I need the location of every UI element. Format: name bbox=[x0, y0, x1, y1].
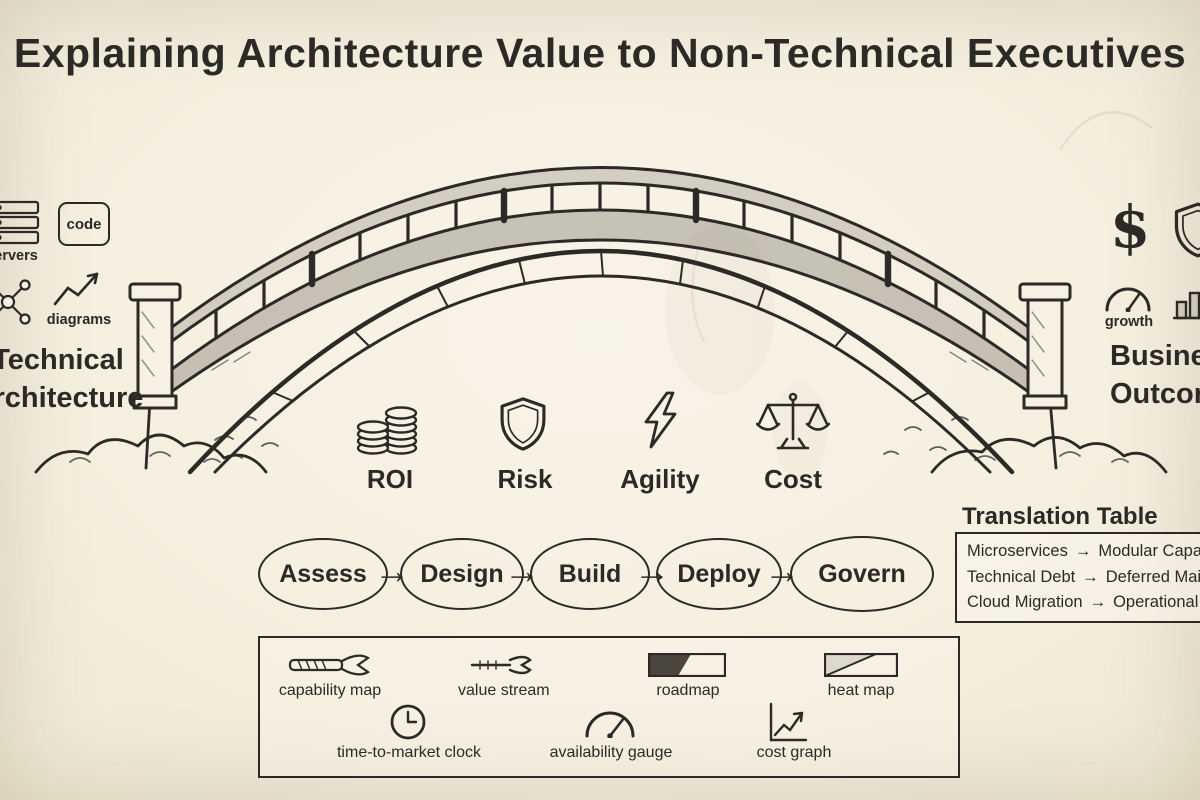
growth-gauge-icon bbox=[1102, 280, 1154, 312]
business-outcomes-label: Business Outcomes bbox=[1110, 340, 1200, 410]
cost-label: Cost bbox=[764, 464, 822, 494]
process-step-govern: Govern bbox=[790, 536, 934, 612]
shield-icon bbox=[500, 396, 546, 452]
network-diagram-icon bbox=[0, 276, 34, 328]
translation-row: Microservices→Modular Capa bbox=[967, 542, 1200, 560]
roadmap-label: roadmap bbox=[656, 682, 720, 699]
code-badge: code bbox=[58, 202, 110, 246]
diagrams-label: diagrams bbox=[46, 312, 112, 328]
page-title: Explaining Architecture Value to Non-Tec… bbox=[13, 30, 1187, 76]
dollar-icon: $ bbox=[1110, 193, 1151, 261]
value-stream-icon bbox=[470, 652, 534, 678]
time-to-market-clock-label: time-to-market clock bbox=[336, 744, 482, 761]
translation-table: Microservices→Modular Capa Technical Deb… bbox=[955, 532, 1200, 623]
translation-row: Technical Debt→Deferred Main bbox=[967, 567, 1200, 586]
arrow-icon: → bbox=[1082, 567, 1099, 586]
bar-chart-icon bbox=[1172, 276, 1200, 320]
coins-icon bbox=[356, 398, 422, 456]
roadmap-icon bbox=[648, 653, 726, 677]
technical-architecture-label: Technical Architecture bbox=[0, 344, 144, 414]
heat-map-label: heat map bbox=[827, 682, 895, 699]
process-step-design: Design bbox=[400, 538, 524, 610]
translation-row: Cloud Migration→Operational F bbox=[967, 593, 1200, 612]
capability-map-icon bbox=[288, 652, 372, 678]
translation-table-title: Translation Table bbox=[962, 503, 1158, 530]
process-step-deploy: Deploy bbox=[656, 538, 782, 610]
toolbox-panel bbox=[258, 636, 960, 778]
servers-icon bbox=[0, 200, 40, 246]
roi-label: ROI bbox=[366, 464, 414, 494]
scales-icon bbox=[756, 390, 830, 454]
trend-chart-icon bbox=[52, 268, 108, 308]
risk-label: Risk bbox=[497, 464, 553, 494]
arrow-icon: → bbox=[1074, 542, 1092, 560]
process-step-build: Build bbox=[530, 538, 650, 610]
growth-label: growth bbox=[1104, 314, 1154, 330]
process-step-assess: Assess bbox=[258, 538, 388, 610]
capability-map-label: capability map bbox=[278, 682, 382, 699]
value-stream-label: value stream bbox=[458, 682, 550, 699]
arrow-icon: → bbox=[1089, 593, 1107, 612]
availability-gauge-label: availability gauge bbox=[549, 744, 673, 761]
agility-label: Agility bbox=[620, 464, 700, 494]
availability-gauge-icon bbox=[582, 702, 638, 738]
servers-label: servers bbox=[0, 248, 38, 264]
cost-graph-icon bbox=[764, 700, 810, 746]
business-shield-icon bbox=[1174, 202, 1200, 258]
clock-icon bbox=[388, 702, 428, 742]
heat-map-icon bbox=[824, 653, 898, 677]
cost-graph-label: cost graph bbox=[756, 744, 832, 761]
lightning-icon bbox=[640, 390, 680, 450]
